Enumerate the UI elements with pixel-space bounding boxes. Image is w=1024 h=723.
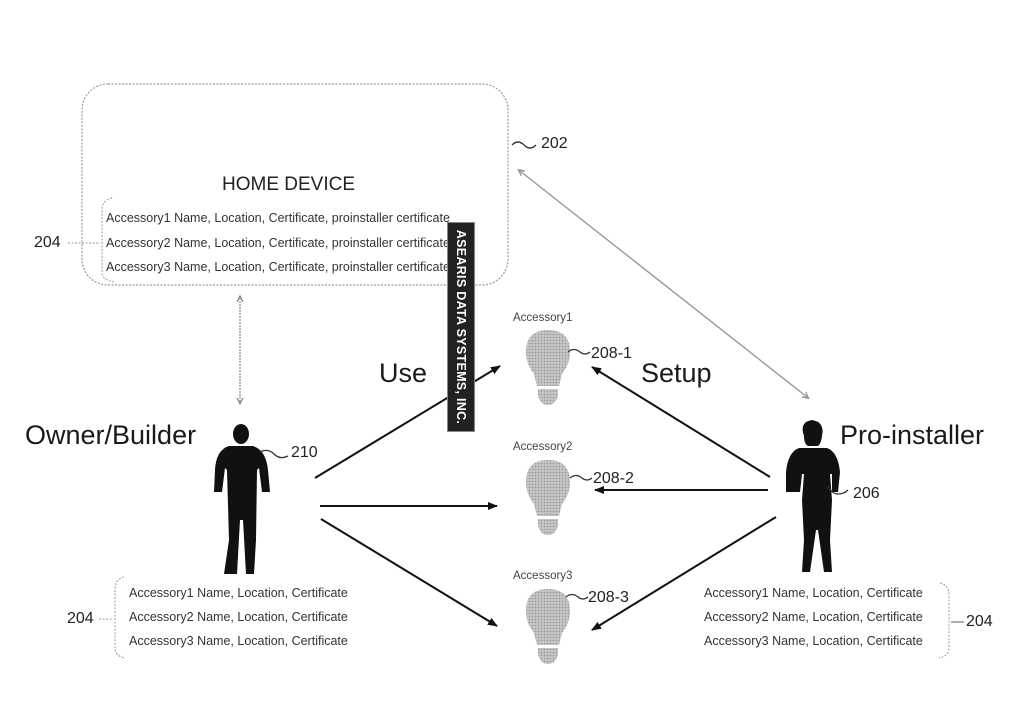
ref-202: 202 xyxy=(541,135,568,152)
ref-204-installer: 204 xyxy=(966,613,993,630)
owner-accessory-3: Accessory3 Name, Location, Certificate xyxy=(129,634,348,648)
ref-208-2-leader xyxy=(569,474,593,481)
ref-204-home: 204 xyxy=(34,234,61,251)
installer-list-bracket xyxy=(938,582,950,659)
home-accessory-1: Accessory1 Name, Location, Certificate, … xyxy=(106,211,450,225)
installer-label: Pro-installer xyxy=(840,420,985,450)
ref-202-leader xyxy=(511,141,537,149)
owner-silhouette xyxy=(214,424,270,574)
owner-list-bracket xyxy=(114,576,126,659)
bulb-icon-3 xyxy=(526,589,570,664)
ref-206: 206 xyxy=(853,485,880,502)
ref-208-1: 208-1 xyxy=(591,345,632,362)
ref-206-leader xyxy=(827,485,849,495)
watermark-banner: ASEARIS DATA SYSTEMS, INC. xyxy=(447,222,475,432)
ref-208-3: 208-3 xyxy=(588,589,629,606)
use-label: Use xyxy=(379,358,428,388)
accessory-label-1: Accessory1 xyxy=(513,312,573,324)
watermark-text: ASEARIS DATA SYSTEMS, INC. xyxy=(454,229,468,425)
home-accessory-3: Accessory3 Name, Location, Certificate, … xyxy=(106,260,450,274)
use-arrow-3 xyxy=(320,518,498,627)
ref-208-3-leader xyxy=(565,593,589,600)
installer-accessory-1: Accessory1 Name, Location, Certificate xyxy=(704,586,923,600)
owner-accessory-1: Accessory1 Name, Location, Certificate xyxy=(129,586,348,600)
bulb-icon-1 xyxy=(526,330,570,405)
ref-208-2: 208-2 xyxy=(593,470,634,487)
ref-210: 210 xyxy=(291,444,318,461)
installer-accessory-3: Accessory3 Name, Location, Certificate xyxy=(704,634,923,648)
ref-208-1-leader xyxy=(567,348,591,355)
home-accessory-2: Accessory2 Name, Location, Certificate, … xyxy=(106,236,450,250)
setup-arrow-3 xyxy=(591,516,777,631)
home-installer-link xyxy=(520,171,807,397)
home-device-title: HOME DEVICE xyxy=(222,174,356,195)
home-device-box xyxy=(81,83,509,286)
installer-silhouette xyxy=(786,420,840,572)
installer-accessory-2: Accessory2 Name, Location, Certificate xyxy=(704,610,923,624)
ref-210-leader xyxy=(259,449,289,459)
setup-arrow-1 xyxy=(591,366,771,478)
owner-accessory-2: Accessory2 Name, Location, Certificate xyxy=(129,610,348,624)
owner-label: Owner/Builder xyxy=(25,420,197,450)
accessory-label-3: Accessory3 xyxy=(513,570,573,582)
setup-label: Setup xyxy=(641,358,712,388)
ref-204-owner: 204 xyxy=(67,610,94,627)
bulb-icon-2 xyxy=(526,460,570,535)
accessory-label-2: Accessory2 xyxy=(513,441,573,453)
